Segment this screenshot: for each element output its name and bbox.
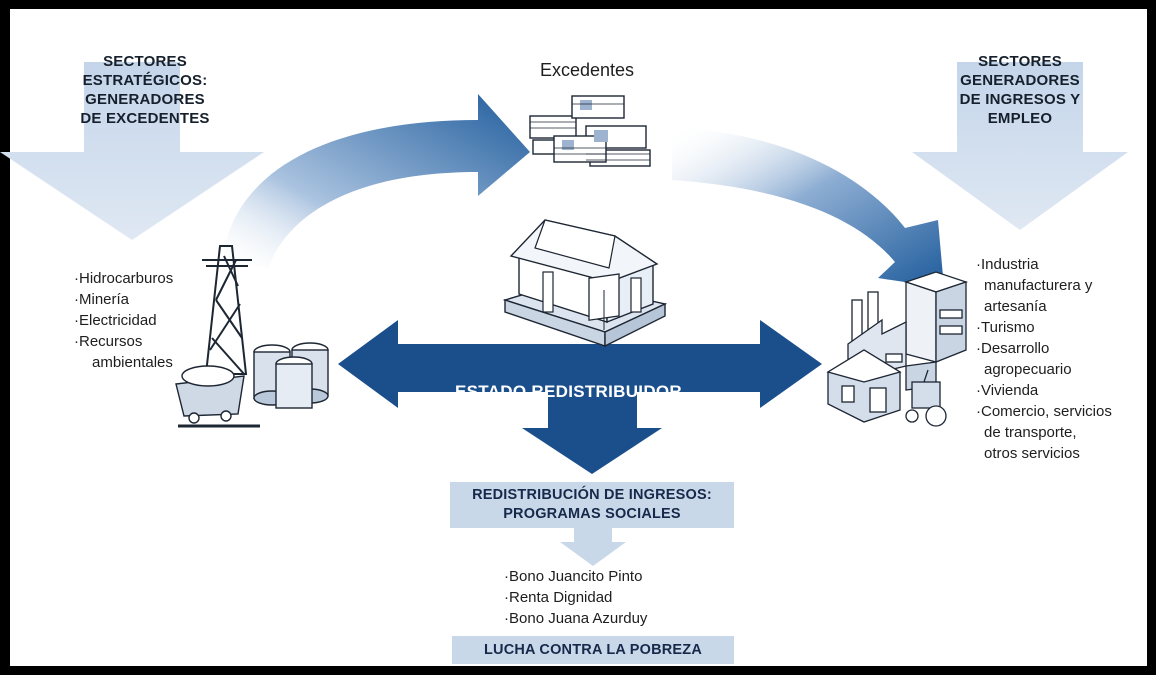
list-item-text: Turismo (981, 319, 1035, 336)
list-item: artesanía (976, 296, 1146, 317)
list-item: ·Recursos (74, 331, 214, 352)
bullet-dot: · (976, 403, 981, 420)
left-arc-arrow (222, 94, 530, 268)
money-stacks-icon (529, 95, 651, 167)
small-down-arrow (560, 528, 626, 566)
list-item-text: Electricidad (79, 312, 157, 329)
header-line: SECTORES (978, 53, 1062, 70)
list-item: ·Bono Juancito Pinto (504, 566, 694, 587)
industry-strategic-icon (175, 245, 329, 428)
list-item: ·Electricidad (74, 310, 214, 331)
list-item-text: agropecuario (984, 361, 1072, 378)
strategic-sectors-list: ·Hidrocarburos ·Minería ·Electricidad ·R… (74, 268, 214, 373)
header-line: EMPLEO (987, 110, 1053, 127)
state-label: ESTADO REDISTRIBUIDOR (455, 382, 682, 401)
header-line: ESTRATÉGICOS: (82, 72, 208, 89)
strategic-sectors-header: SECTORES ESTRATÉGICOS: GENERADORES DE EX… (40, 52, 250, 128)
list-item-text: ambientales (92, 354, 173, 371)
bullet-dot: · (976, 340, 981, 357)
list-item: ·Comercio, servicios (976, 401, 1146, 422)
header-line: DE INGRESOS Y (959, 91, 1081, 108)
surplus-label: Excedentes (540, 60, 635, 80)
list-item-text: Vivienda (981, 382, 1039, 399)
bullet-dot: · (976, 382, 981, 399)
list-item-text: artesanía (984, 298, 1047, 315)
industry-income-icon (826, 271, 969, 427)
list-item: ·Minería (74, 289, 214, 310)
box-line: REDISTRIBUCIÓN DE INGRESOS: (472, 487, 712, 503)
bullet-dot: · (74, 270, 79, 287)
box-line: PROGRAMAS SOCIALES (503, 506, 681, 522)
list-item-text: Renta Dignidad (509, 589, 613, 606)
list-item-text: Industria (981, 256, 1039, 273)
list-item: ·Renta Dignidad (504, 587, 694, 608)
poverty-box: LUCHA CONTRA LA POBREZA (452, 636, 734, 664)
header-line: GENERADORES (85, 91, 205, 108)
list-item: ·Turismo (976, 317, 1146, 338)
income-sectors-list: ·Industria manufacturera y artesanía ·Tu… (976, 254, 1146, 464)
list-item-text: Desarrollo (981, 340, 1050, 357)
header-line: DE EXCEDENTES (80, 110, 210, 127)
list-item-text: Minería (79, 291, 130, 308)
government-building-icon (502, 219, 668, 348)
bullet-dot: · (504, 589, 509, 606)
bullet-dot: · (976, 319, 981, 336)
list-item-text: manufacturera y (984, 277, 1093, 294)
list-item: ·Vivienda (976, 380, 1146, 401)
right-down-arrow (912, 62, 1128, 230)
list-item: otros servicios (976, 443, 1146, 464)
header-line: GENERADORES (960, 72, 1080, 89)
list-item: agropecuario (976, 359, 1146, 380)
list-item: manufacturera y (976, 275, 1146, 296)
list-item: de transporte, (976, 422, 1146, 443)
bullet-dot: · (74, 312, 79, 329)
list-item-text: Bono Juancito Pinto (509, 568, 643, 585)
list-item-text: de transporte, (984, 424, 1077, 441)
bullet-dot: · (74, 291, 79, 308)
list-item-text: Bono Juana Azurduy (509, 610, 648, 627)
list-item-text: Recursos (79, 333, 143, 350)
list-item: ·Hidrocarburos (74, 268, 214, 289)
bullet-dot: · (504, 610, 509, 627)
list-item-text: Hidrocarburos (79, 270, 174, 287)
right-arc-arrow (672, 128, 944, 288)
income-sectors-header: SECTORES GENERADORES DE INGRESOS Y EMPLE… (930, 52, 1110, 128)
redistribution-box: REDISTRIBUCIÓN DE INGRESOS: PROGRAMAS SO… (450, 482, 734, 528)
state-double-arrow (338, 320, 822, 474)
list-item-text: otros servicios (984, 445, 1080, 462)
list-item-text: Comercio, servicios (981, 403, 1112, 420)
list-item: ·Desarrollo (976, 338, 1146, 359)
bullet-dot: · (74, 333, 79, 350)
header-line: SECTORES (103, 53, 187, 70)
list-item: ·Industria (976, 254, 1146, 275)
list-item: ambientales (74, 352, 214, 373)
list-item: ·Bono Juana Azurduy (504, 608, 694, 629)
left-down-arrow (0, 62, 264, 240)
bullet-dot: · (976, 256, 981, 273)
bullet-dot: · (504, 568, 509, 585)
social-programs-list: ·Bono Juancito Pinto ·Renta Dignidad ·Bo… (504, 566, 694, 629)
